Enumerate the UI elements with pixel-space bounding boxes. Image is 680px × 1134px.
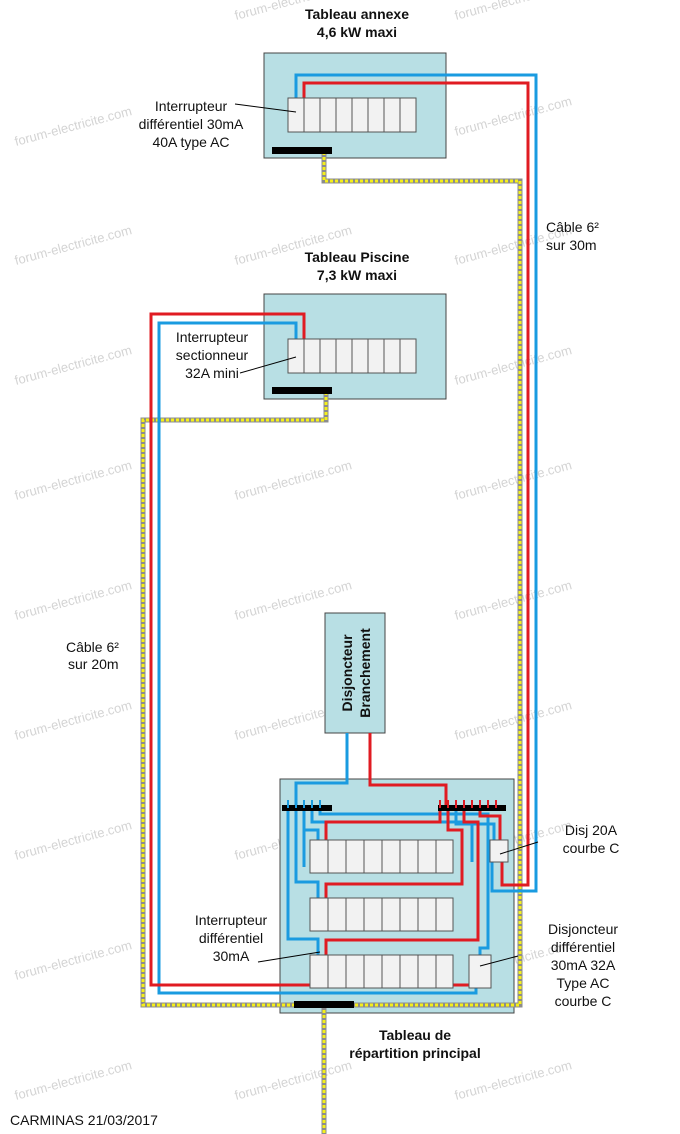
watermark: forum-electricite.com bbox=[13, 1057, 133, 1103]
main-module-row-2 bbox=[309, 897, 454, 932]
branchement-label-2: Branchement bbox=[357, 628, 373, 718]
neutral-wire-internal-1 bbox=[286, 808, 320, 955]
annexe-switch-label-3: 40A type AC bbox=[152, 134, 229, 150]
watermark: forum-electricite.com bbox=[453, 577, 573, 623]
cable-piscine-label-2: sur 20m bbox=[68, 656, 119, 672]
principal-title: Tableau de bbox=[379, 1027, 451, 1043]
phase-wire-internal-1 bbox=[324, 808, 442, 840]
neutral-wire-internal-5 bbox=[318, 808, 490, 955]
watermark: forum-electricite.com bbox=[233, 1057, 353, 1103]
main-earth-bar bbox=[294, 1001, 354, 1008]
main-id-label-3: 30mA bbox=[213, 948, 250, 964]
watermark: forum-electricite.com bbox=[13, 103, 133, 149]
disj-20a-module bbox=[489, 839, 509, 863]
earth-conductors bbox=[140, 152, 523, 1134]
neutral-wire-internal-3 bbox=[302, 808, 320, 840]
cable-annexe-label-1: Câble 6² bbox=[546, 219, 599, 235]
watermark: forum-electricite.com bbox=[13, 342, 133, 388]
annexe-switch-label-1: Interrupteur bbox=[155, 98, 228, 114]
disj-20a-label-2: courbe C bbox=[563, 840, 620, 856]
main-module-row-3 bbox=[309, 954, 454, 989]
neutral-conductors bbox=[157, 73, 538, 995]
watermark: forum-electricite.com bbox=[453, 0, 573, 23]
watermark: forum-electricite.com bbox=[453, 1057, 573, 1103]
neutral-wire-internal-2 bbox=[294, 808, 320, 898]
watermark: forum-electricite.com bbox=[453, 93, 573, 139]
watermark: forum-electricite.com bbox=[13, 222, 133, 268]
phase-wire-internal-2 bbox=[324, 808, 464, 898]
main-neutral-bar bbox=[282, 805, 332, 811]
neutral-wire-piscine bbox=[157, 321, 478, 995]
main-bar-taps bbox=[287, 800, 321, 808]
phase-wire-internal-4 bbox=[478, 808, 502, 840]
main-module-row-1 bbox=[309, 839, 454, 874]
watermark: forum-electricite.com bbox=[453, 342, 573, 388]
neutral-wire-branchement bbox=[294, 733, 349, 808]
branchement-breaker bbox=[324, 612, 386, 734]
watermark: forum-electricite.com bbox=[233, 457, 353, 503]
disj-diff-label-5: courbe C bbox=[555, 993, 612, 1009]
watermark: forum-electricite.com bbox=[13, 577, 133, 623]
piscine-switch-label-3: 32A mini bbox=[185, 365, 239, 381]
cable-piscine-label-1: Câble 6² bbox=[66, 639, 119, 655]
annexe-switch-label-2: différentiel 30mA bbox=[139, 116, 244, 132]
branchement-label-1: Disjoncteur bbox=[339, 634, 355, 712]
main-id-label-1: Interrupteur bbox=[195, 912, 268, 928]
watermark: forum-electricite.com bbox=[13, 937, 133, 983]
disj-diff-label-1: Disjoncteur bbox=[548, 921, 618, 937]
annexe-earth-bar bbox=[272, 147, 332, 154]
main-id-label-2: différentiel bbox=[199, 930, 263, 946]
main-phase-taps bbox=[439, 800, 497, 808]
piscine-title: Tableau Piscine bbox=[305, 249, 410, 265]
watermark: forum-electricite.com bbox=[453, 457, 573, 503]
credit: CARMINAS 21/03/2017 bbox=[10, 1112, 158, 1128]
phase-wire-internal-3 bbox=[324, 808, 480, 955]
annexe-module-row bbox=[287, 97, 417, 133]
neutral-wire-internal-7 bbox=[454, 808, 496, 840]
phase-wire-annexe bbox=[302, 81, 530, 887]
watermark: forum-electricite.com bbox=[453, 697, 573, 743]
disj-diff-label-4: Type AC bbox=[557, 975, 610, 991]
watermark: forum-electricite.com bbox=[13, 457, 133, 503]
earth-wire-piscine-fill bbox=[141, 392, 328, 1007]
neutral-wire-annexe bbox=[294, 73, 538, 893]
disj-diff-label-3: 30mA 32A bbox=[551, 957, 616, 973]
annexe-title: Tableau annexe bbox=[305, 6, 409, 22]
earth-wire-annexe-fill bbox=[322, 152, 522, 1007]
piscine-switch-label-2: sectionneur bbox=[176, 347, 249, 363]
piscine-module-row bbox=[287, 338, 417, 374]
piscine-power: 7,3 kW maxi bbox=[317, 267, 397, 283]
watermark: forum-electricite.com bbox=[13, 817, 133, 863]
disj-20a-label-1: Disj 20A bbox=[565, 822, 618, 838]
annexe-power: 4,6 kW maxi bbox=[317, 24, 397, 40]
piscine-switch-label-1: Interrupteur bbox=[176, 329, 249, 345]
disj-diff-label-2: différentiel bbox=[551, 939, 615, 955]
piscine-earth-bar bbox=[272, 387, 332, 394]
pointer-lines bbox=[234, 103, 539, 967]
watermark: forum-electricite.com bbox=[13, 697, 133, 743]
cable-annexe-label-2: sur 30m bbox=[546, 237, 597, 253]
phase-wire-branchement bbox=[368, 733, 448, 808]
disj-diff-module bbox=[468, 954, 492, 989]
principal-subtitle: répartition principal bbox=[349, 1045, 480, 1061]
